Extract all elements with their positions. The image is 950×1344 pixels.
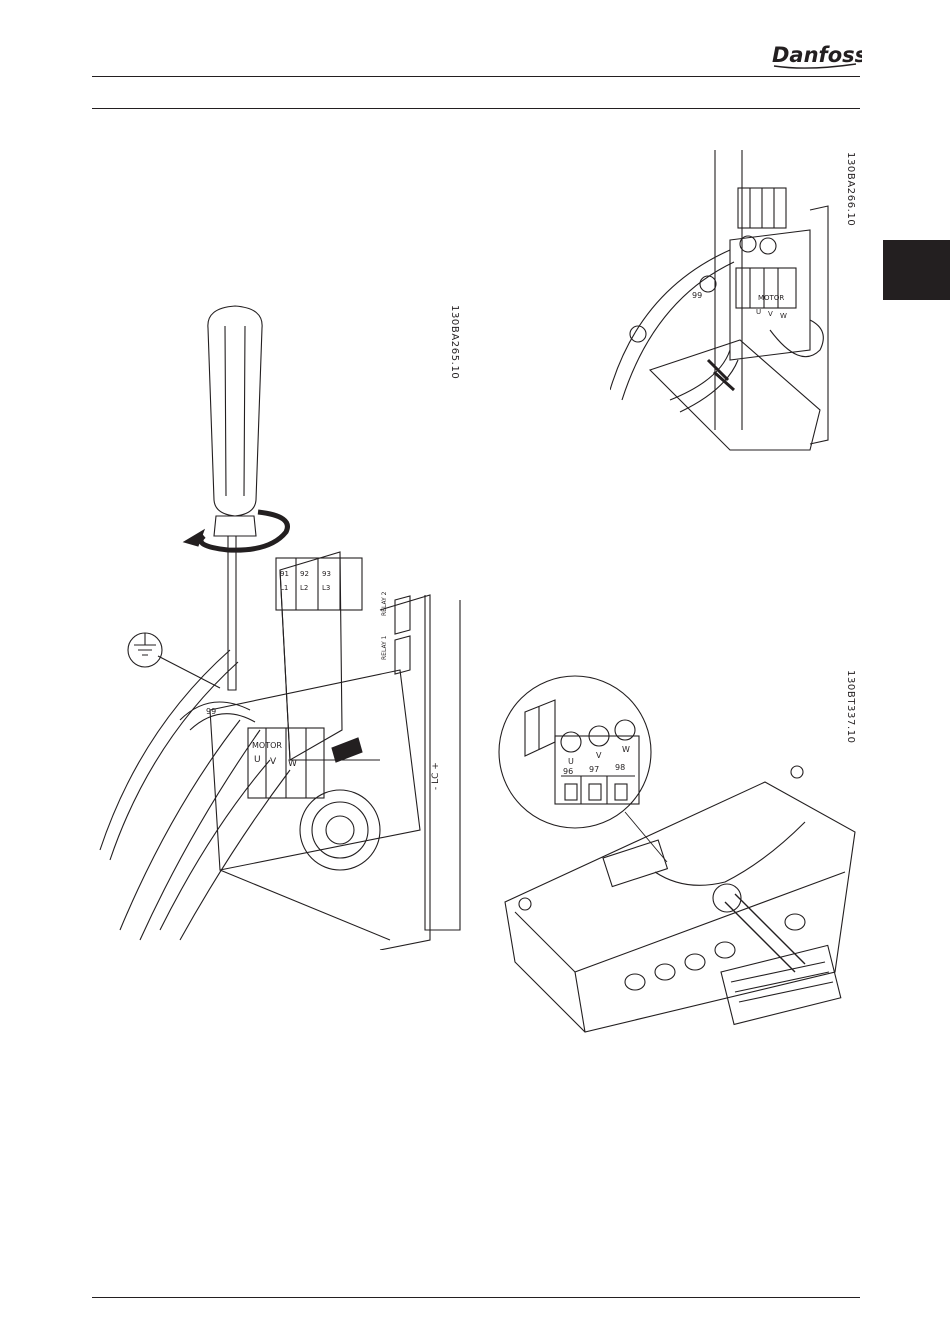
- earth-terminal-label-2: 99: [692, 291, 702, 300]
- lc-label: - LC +: [431, 762, 441, 790]
- terminal-label-93: 93: [322, 570, 331, 578]
- header-rule-bottom: [92, 108, 860, 109]
- motor-terminal-u: U: [254, 755, 261, 765]
- connector-number-97: 97: [589, 765, 599, 774]
- figure-id-130ba266: 130BA266.10: [845, 152, 856, 226]
- connector-letter-u: U: [568, 757, 574, 766]
- motor-terminal-w-2: W: [780, 312, 787, 320]
- figure-motor-connector: U V W 96 97 98: [495, 672, 865, 1042]
- figure-earth-screwdriver: 91 92 93 L1 L2 L3 RELAY 1 RELAY 2 99 MOT…: [80, 290, 470, 950]
- motor-terminal-v: V: [270, 757, 277, 767]
- terminal-label-92: 92: [300, 570, 309, 578]
- cable-left: [120, 720, 260, 940]
- screwdriver-handle: [208, 306, 262, 516]
- connector-letter-w: W: [622, 745, 630, 754]
- connector-number-96: 96: [563, 767, 573, 776]
- motor-label: MOTOR: [252, 741, 282, 750]
- terminal-label-l1: L1: [280, 584, 288, 592]
- earth-terminal-label: 99: [206, 707, 216, 716]
- terminal-label-l3: L3: [322, 584, 330, 592]
- cable-motor: [670, 350, 738, 412]
- figure-id-130bt337: 130BT337.10: [845, 670, 856, 744]
- header-rule-top: [92, 76, 860, 77]
- screwdriver-nut: [214, 516, 256, 536]
- relay-1-label: RELAY 1: [381, 635, 388, 660]
- terminal-label-91: 91: [280, 570, 289, 578]
- chapter-tab: [883, 240, 950, 300]
- relay-2-label: RELAY 2: [381, 591, 388, 616]
- terminal-label-l2: L2: [300, 584, 308, 592]
- motor-label-2: MOTOR: [758, 294, 784, 302]
- danfoss-logo: Danfoss: [768, 38, 862, 72]
- screwdriver-grooves: [225, 326, 245, 496]
- connector-letter-v: V: [596, 751, 602, 760]
- footer-rule: [92, 1297, 860, 1298]
- brand-logo-text: Danfoss: [772, 43, 862, 67]
- figure-id-130ba265: 130BA265.10: [449, 305, 460, 379]
- motor-terminal-u-2: U: [756, 308, 761, 316]
- figure-cable-shield: 99 MOTOR U V W: [610, 150, 850, 460]
- motor-terminal-v-2: V: [768, 310, 773, 318]
- motor-terminal-w: W: [288, 759, 297, 769]
- cable-exit: [725, 894, 805, 972]
- connector-number-98: 98: [615, 763, 625, 772]
